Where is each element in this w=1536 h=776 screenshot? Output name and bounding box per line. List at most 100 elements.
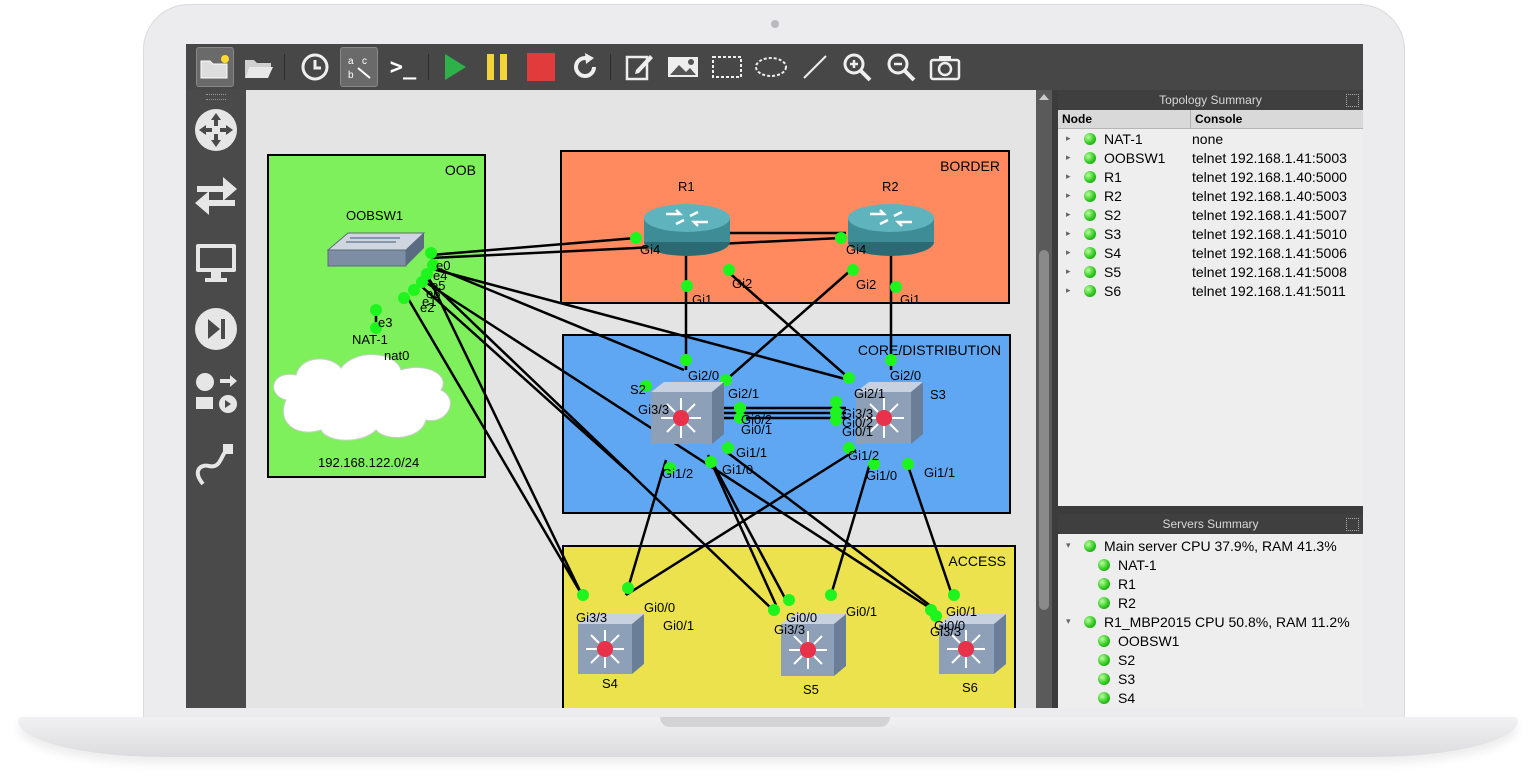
expand-arrow-icon[interactable]: ▸ <box>1066 247 1071 257</box>
zoom-in-button[interactable] <box>838 47 876 87</box>
switch-arrows-icon <box>195 177 237 215</box>
server-node-row[interactable]: R2 <box>1058 593 1363 612</box>
node-name: S2 <box>1104 206 1122 223</box>
node-console: telnet 192.168.1.41:5010 <box>1192 225 1347 242</box>
column-console[interactable]: Console <box>1195 112 1243 126</box>
undock-icon[interactable] <box>1346 518 1359 531</box>
scrollbar-thumb[interactable] <box>1039 250 1049 610</box>
server-node-row[interactable]: R1 <box>1058 574 1363 593</box>
collapse-arrow-icon[interactable]: ▾ <box>1066 616 1071 626</box>
port-label-oob-e5: e5 <box>431 278 446 293</box>
panel-resize-grip[interactable] <box>1058 506 1363 514</box>
node-console: none <box>1192 130 1224 147</box>
draw-rectangle-button[interactable] <box>708 47 746 87</box>
snapshot-button[interactable] <box>296 47 334 87</box>
insert-image-button[interactable] <box>664 47 702 87</box>
scroll-up-arrow-icon[interactable] <box>1039 94 1049 100</box>
all-devices-button[interactable] <box>192 368 240 418</box>
canvas-vertical-scrollbar[interactable] <box>1036 90 1052 708</box>
node-label-s4: S4 <box>602 676 618 691</box>
reload-all-button[interactable] <box>566 47 604 87</box>
port-label-oob-e0: e0 <box>436 258 451 273</box>
start-all-button[interactable] <box>436 47 474 87</box>
table-row[interactable]: ▸ S3 telnet 192.168.1.41:5010 <box>1058 224 1363 243</box>
table-row[interactable]: ▸ S5 telnet 192.168.1.41:5008 <box>1058 262 1363 281</box>
port-label-oob-e4: e4 <box>433 268 448 283</box>
draw-line-button[interactable] <box>796 47 834 87</box>
table-row[interactable]: ▸ S6 telnet 192.168.1.41:5011 <box>1058 281 1363 300</box>
add-note-button[interactable] <box>620 47 658 87</box>
zoom-out-button[interactable] <box>882 47 920 87</box>
status-green-icon <box>1084 539 1096 552</box>
zone-border[interactable]: BORDER <box>560 150 1010 304</box>
node-console: telnet 192.168.1.41:5008 <box>1192 263 1347 280</box>
topology-canvas[interactable]: OOB BORDER CORE/DISTRIBUTION ACCESS <box>246 90 1036 708</box>
node-name: S5 <box>1104 263 1122 280</box>
browse-all-devices-button[interactable] <box>196 47 234 87</box>
server-node-name: R1 <box>1118 575 1136 592</box>
port-label-s5-gi33: Gi3/3 <box>774 622 806 637</box>
server-node-row[interactable]: NAT-1 <box>1058 555 1363 574</box>
draw-ellipse-button[interactable] <box>752 47 790 87</box>
end-devices-button[interactable] <box>192 238 240 288</box>
zoom-out-icon <box>887 53 916 82</box>
server-row[interactable]: ▾R1_MBP2015 CPU 50.8%, RAM 11.2% <box>1058 612 1363 631</box>
switches-button[interactable] <box>192 172 240 222</box>
collapse-arrow-icon[interactable]: ▾ <box>1066 540 1071 550</box>
stop-all-button[interactable] <box>522 47 560 87</box>
stop-icon <box>527 53 555 81</box>
column-node[interactable]: Node <box>1058 110 1191 128</box>
status-green-icon <box>1098 596 1110 609</box>
l3switch-s2-icon <box>651 382 724 444</box>
node-label-r2: R2 <box>882 179 899 194</box>
screenshot-button[interactable] <box>926 47 964 87</box>
expand-arrow-icon[interactable]: ▸ <box>1066 152 1071 162</box>
port-label-s6-gi00: Gi0/0 <box>934 618 966 633</box>
panel-splitter[interactable] <box>1052 90 1058 708</box>
server-node-row[interactable]: S4 <box>1058 688 1363 707</box>
expand-arrow-icon[interactable]: ▸ <box>1066 266 1071 276</box>
add-link-button[interactable] <box>192 440 240 490</box>
zone-access-title: ACCESS <box>948 553 1006 569</box>
server-node-row[interactable]: OOBSW1 <box>1058 631 1363 650</box>
open-project-button[interactable] <box>240 47 278 87</box>
node-name: S6 <box>1104 282 1122 299</box>
port-label-s2-gi01: Gi0/1 <box>741 422 773 437</box>
server-node-row[interactable]: S3 <box>1058 669 1363 688</box>
security-devices-button[interactable] <box>192 304 240 354</box>
play-icon <box>445 54 466 80</box>
port-label-s6-gi01: Gi0/1 <box>946 604 978 619</box>
port-label-r2-gi4: Gi4 <box>846 242 867 257</box>
suspend-all-button[interactable] <box>478 47 516 87</box>
node-name: S3 <box>1104 225 1122 242</box>
dock-grip <box>206 94 226 100</box>
expand-arrow-icon[interactable]: ▸ <box>1066 190 1071 200</box>
camera-dot <box>771 20 779 28</box>
node-console: telnet 192.168.1.41:5011 <box>1192 282 1346 299</box>
node-label-nat0: nat0 <box>384 348 410 363</box>
expand-arrow-icon[interactable]: ▸ <box>1066 228 1071 238</box>
server-row[interactable]: ▾Main server CPU 37.9%, RAM 41.3% <box>1058 536 1363 555</box>
expand-arrow-icon[interactable]: ▸ <box>1066 209 1071 219</box>
servers-summary-header: Servers Summary <box>1058 514 1363 534</box>
expand-arrow-icon[interactable]: ▸ <box>1066 171 1071 181</box>
server-node-row[interactable]: S2 <box>1058 650 1363 669</box>
status-green-icon <box>1084 170 1096 183</box>
undock-icon[interactable] <box>1346 94 1359 107</box>
line-icon <box>803 55 827 79</box>
expand-arrow-icon[interactable]: ▸ <box>1066 285 1071 295</box>
status-green-icon <box>1098 653 1110 666</box>
reload-icon <box>574 53 596 78</box>
console-all-button[interactable]: >_ <box>384 47 422 87</box>
routers-button[interactable] <box>192 105 240 155</box>
port-label-s2-gi20: Gi2/0 <box>688 368 720 383</box>
expand-arrow-icon[interactable]: ▸ <box>1066 133 1071 143</box>
